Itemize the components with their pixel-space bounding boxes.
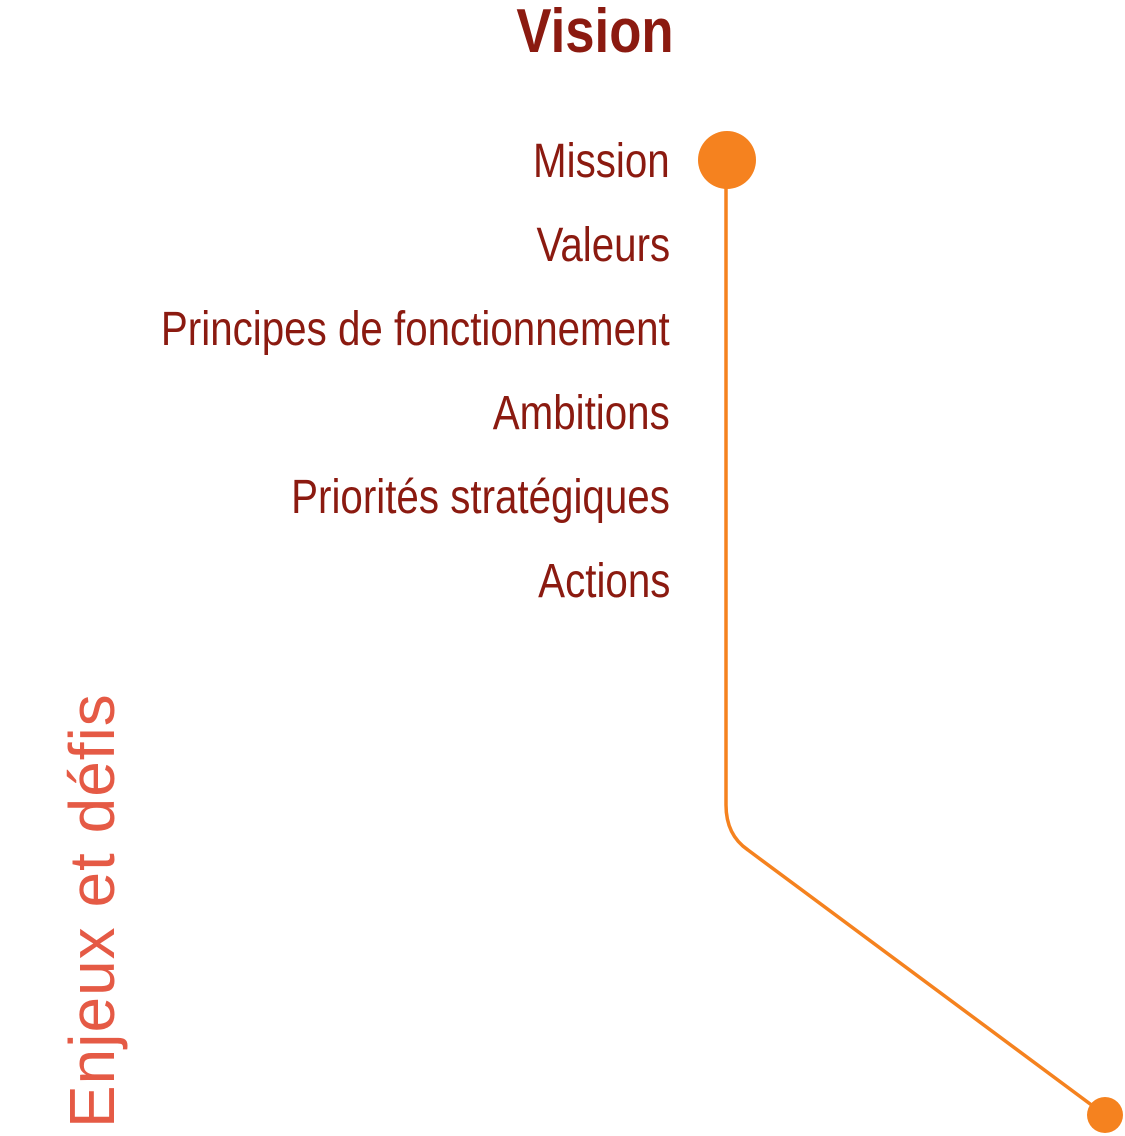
list-item: Valeurs xyxy=(0,204,670,288)
list-item: Mission xyxy=(0,120,670,204)
item-actions: Actions xyxy=(537,555,670,608)
list-item: Priorités stratégiques xyxy=(0,456,670,540)
connector-line xyxy=(724,158,1107,1117)
item-principes: Principes de fonctionnement xyxy=(161,303,670,356)
item-mission: Mission xyxy=(533,135,670,188)
item-ambitions: Ambitions xyxy=(492,387,670,440)
item-list: Mission Valeurs Principes de fonctionnem… xyxy=(0,120,670,624)
item-valeurs: Valeurs xyxy=(536,219,670,272)
diagram-title: Vision xyxy=(516,0,674,66)
end-dot xyxy=(1087,1097,1123,1133)
item-priorites: Priorités stratégiques xyxy=(291,471,670,524)
list-item: Actions xyxy=(0,540,670,624)
list-item: Principes de fonctionnement xyxy=(0,288,670,372)
start-dot xyxy=(698,131,756,189)
list-item: Ambitions xyxy=(0,372,670,456)
